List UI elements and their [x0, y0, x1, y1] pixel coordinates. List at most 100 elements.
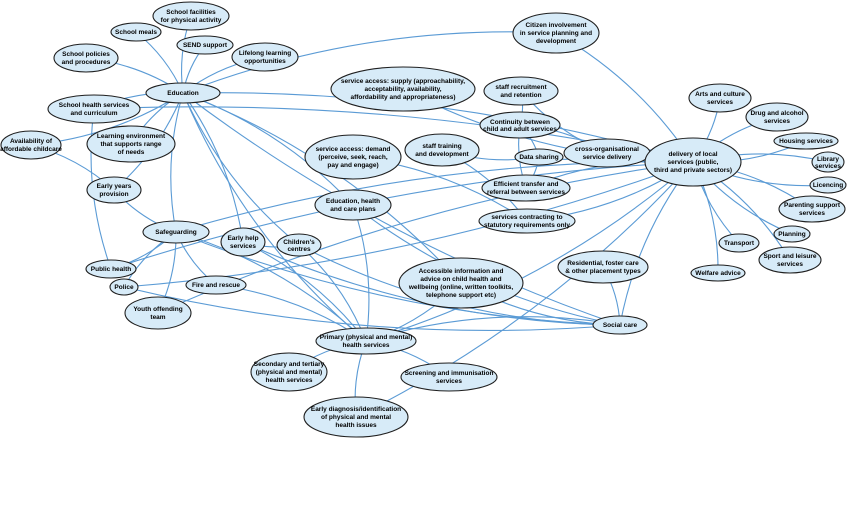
node-shape: [811, 151, 845, 173]
node-label-line: service access: supply (approachability,: [341, 78, 465, 85]
node-planning: Planning: [773, 225, 811, 243]
node-label-line: wellbeing (online, written toolkits,: [408, 284, 514, 291]
edge-citizen-involvement-to-education: [182, 31, 557, 94]
node-label-line: Education: [167, 90, 198, 97]
node-label-line: development: [536, 38, 577, 45]
node-label: Fire and rescue: [192, 282, 240, 289]
edge-education-to-primary-health: [182, 92, 367, 342]
node-label-line: Drug and alcohol: [750, 110, 803, 117]
node-shape: [0, 130, 62, 160]
edge-local-services-to-early-diagnosis: [355, 161, 694, 418]
node-label-line: acceptability, availability,: [364, 86, 441, 93]
node-shape: [110, 22, 162, 42]
node-label-line: for physical activity: [161, 17, 222, 24]
node-shape: [304, 134, 402, 180]
node-transport: Transport: [718, 233, 760, 253]
edge-childrens-centres-to-primary-health: [298, 244, 367, 342]
node-police: Police: [109, 278, 139, 296]
node-label-line: Housing services: [779, 138, 833, 145]
node-send-support: SEND support: [176, 35, 234, 55]
node-label-line: telephone support etc): [426, 292, 496, 299]
node-label-line: staff recruitment: [495, 84, 547, 91]
node-shape: [398, 257, 524, 309]
node-shape: [250, 352, 328, 392]
node-label-line: delivery of local: [668, 151, 717, 158]
node-label-line: SEND support: [183, 42, 228, 49]
node-shape: [778, 195, 846, 223]
edge-local-services-to-primary-health: [365, 161, 694, 342]
node-shape: [314, 189, 392, 221]
node-school-meals: School meals: [110, 22, 162, 42]
node-shape: [145, 82, 221, 104]
node-service-access-supply: service access: supply (approachability,…: [330, 66, 476, 112]
node-label: Safeguarding: [155, 229, 197, 236]
node-shape: [404, 133, 480, 167]
node-label-line: of physical and mental: [321, 414, 391, 421]
node-label-line: Data sharing: [519, 154, 558, 161]
node-label: Social care: [603, 322, 638, 329]
node-shape: [124, 296, 192, 330]
node-label-line: (physical and mental): [256, 369, 322, 376]
node-label-line: Availability of: [10, 138, 53, 145]
node-label: service access: supply (approachability,…: [341, 78, 465, 101]
edge-education-health-care-to-primary-health: [352, 204, 370, 342]
edge-local-services-to-public-health: [110, 161, 694, 270]
node-label: Planning: [778, 231, 805, 238]
node-shape: [85, 259, 137, 279]
node-label-line: Library: [817, 156, 839, 163]
node-education: Education: [145, 82, 221, 104]
node-label-line: School policies: [62, 51, 110, 58]
node-label-line: Safeguarding: [155, 229, 197, 236]
node-label-line: service delivery: [583, 154, 632, 161]
node-shape: [142, 220, 210, 244]
node-label-line: Transport: [724, 240, 755, 247]
node-shape: [276, 233, 322, 257]
node-label-line: services: [777, 261, 803, 268]
node-label-line: Sport and leisure: [763, 253, 816, 260]
node-label-line: health services: [266, 377, 313, 384]
node-shape: [86, 176, 142, 204]
node-shape: [176, 35, 234, 55]
node-shape: [563, 138, 651, 168]
node-label-line: affordability and appropriateness): [350, 94, 455, 101]
node-shape: [745, 102, 809, 132]
node-shape: [557, 250, 649, 284]
edge-social-care-to-police: [123, 286, 621, 332]
node-label: Transport: [724, 240, 755, 247]
node-label-line: services: [815, 163, 841, 170]
node-label-line: service access: demand: [316, 146, 391, 153]
node-label-line: Planning: [778, 231, 805, 238]
node-label-line: team: [150, 314, 165, 321]
node-label-line: Screening and immunisation: [405, 370, 494, 377]
node-shape: [773, 225, 811, 243]
node-label-line: provision: [99, 191, 128, 198]
node-shape: [479, 111, 561, 139]
node-label-line: of needs: [118, 149, 145, 156]
node-shape: [718, 233, 760, 253]
node-residential-foster: Residential, foster care& other placemen…: [557, 250, 649, 284]
node-shape: [483, 76, 559, 106]
node-licencing: Licencing: [809, 176, 847, 194]
node-shape: [478, 208, 576, 234]
